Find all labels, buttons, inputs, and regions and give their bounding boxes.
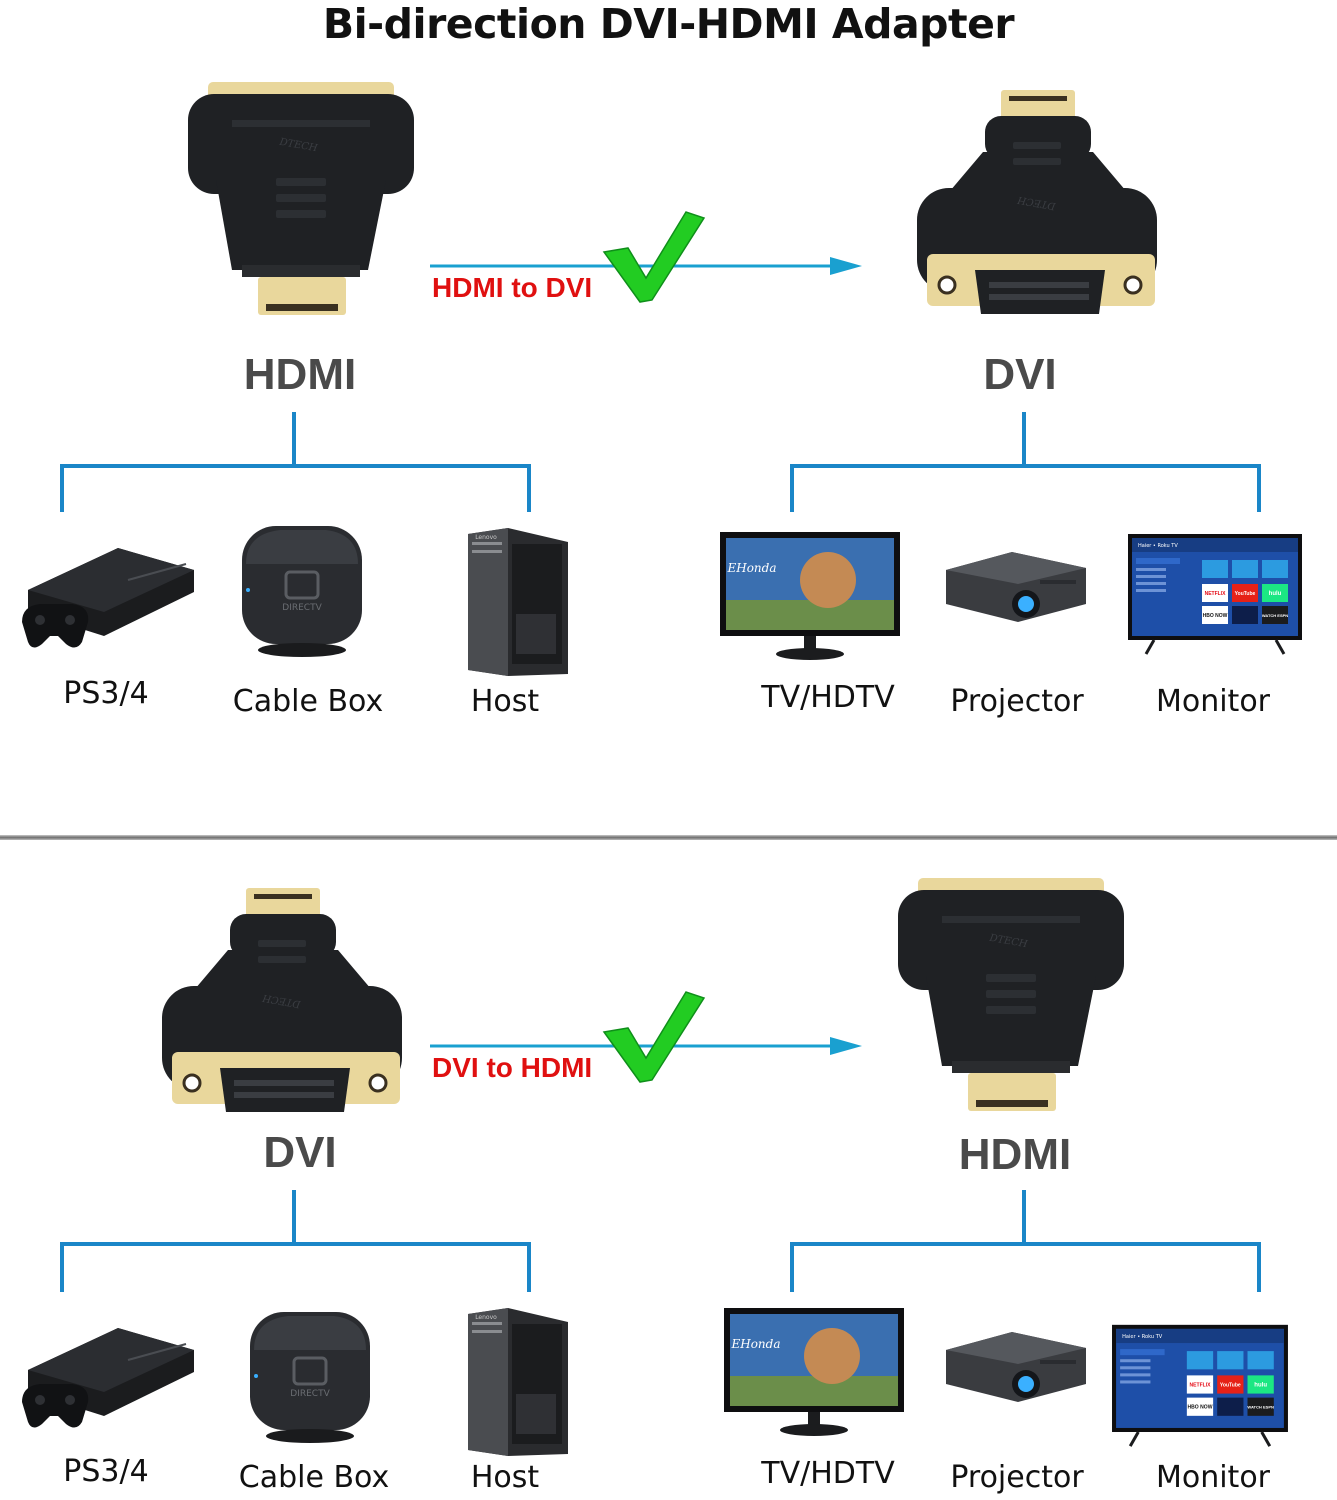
pc-brand-text: Lenovo bbox=[475, 534, 497, 541]
youtube-tile-text: YouTube bbox=[1235, 591, 1256, 597]
tree-stem-left bbox=[292, 412, 296, 466]
tree-branch bbox=[527, 464, 531, 512]
section-hdmi-to-dvi: DTECH DTECH HDMI to DVI HDMI DVI bbox=[22, 82, 1302, 719]
device-label: Host bbox=[470, 684, 540, 719]
cable-box-brand-text: DIRECTV bbox=[282, 603, 322, 613]
game-console-icon bbox=[22, 548, 194, 648]
tree-bar-left bbox=[60, 464, 531, 468]
dvi-adapter-image: DTECH bbox=[162, 888, 402, 1112]
check-mark-icon bbox=[602, 991, 706, 1083]
tree-bar-left bbox=[60, 1242, 531, 1246]
direction-label: HDMI to DVI bbox=[432, 272, 593, 303]
target-port-label: HDMI bbox=[958, 1130, 1072, 1179]
device-label: PS3/4 bbox=[63, 1454, 149, 1489]
target-port-label: DVI bbox=[983, 350, 1057, 399]
pc-tower-icon: Lenovo bbox=[468, 528, 568, 676]
tree-stem-left bbox=[292, 1190, 296, 1246]
hulu-tile-text: hulu bbox=[1254, 1383, 1267, 1389]
tree-stem-right bbox=[1022, 1190, 1026, 1246]
tree-branch bbox=[60, 464, 64, 512]
device-label: Monitor bbox=[1155, 684, 1271, 719]
device-label: Projector bbox=[950, 684, 1084, 719]
game-console-icon bbox=[22, 1328, 194, 1428]
tv-game-text: EHonda bbox=[730, 1337, 780, 1351]
espn-tile-text: WATCH ESPN bbox=[1247, 1405, 1274, 1410]
hdmi-adapter-image: DTECH bbox=[188, 82, 414, 315]
pc-brand-text: Lenovo bbox=[475, 1314, 497, 1321]
page-title: Bi-direction DVI-HDMI Adapter bbox=[322, 0, 1015, 48]
check-mark-icon bbox=[602, 211, 706, 303]
tv-game-text: EHonda bbox=[726, 561, 776, 575]
tv-icon: EHonda bbox=[724, 1308, 904, 1436]
roku-header-text: Haier • Roku TV bbox=[1122, 1334, 1163, 1340]
monitor-icon: Haier • Roku TV NETFLIX YouTube hulu HBO… bbox=[1112, 1324, 1288, 1447]
device-label: TV/HDTV bbox=[761, 1456, 895, 1491]
hdmi-adapter-image: DTECH bbox=[898, 878, 1124, 1111]
tree-branch bbox=[790, 464, 794, 512]
dvi-adapter-image: DTECH bbox=[917, 90, 1157, 314]
section-dvi-to-hdmi: DTECH DTECH DVI to HDMI DVI HDMI bbox=[0, 780, 1337, 1500]
device-label: Cable Box bbox=[232, 684, 384, 719]
cable-box-icon: DIRECTV bbox=[250, 1312, 370, 1443]
cable-box-icon: DIRECTV bbox=[242, 526, 362, 657]
tree-stem-right bbox=[1022, 412, 1026, 466]
device-label: Projector bbox=[950, 1460, 1084, 1495]
hulu-tile-text: hulu bbox=[1269, 591, 1282, 597]
device-label: PS3/4 bbox=[63, 676, 149, 711]
section-divider bbox=[0, 835, 1337, 840]
youtube-tile-text: YouTube bbox=[1220, 1383, 1241, 1389]
tree-branch bbox=[790, 1242, 794, 1292]
tree-branch bbox=[527, 1242, 531, 1292]
direction-label: DVI to HDMI bbox=[432, 1052, 593, 1083]
tree-branch bbox=[1257, 1242, 1261, 1292]
tree-bar-right bbox=[790, 464, 1261, 468]
device-label: Cable Box bbox=[238, 1460, 390, 1495]
projector-icon bbox=[946, 552, 1086, 622]
cable-box-brand-text: DIRECTV bbox=[290, 1389, 330, 1399]
source-port-label: HDMI bbox=[243, 350, 357, 399]
projector-icon bbox=[946, 1332, 1086, 1402]
tree-branch bbox=[1257, 464, 1261, 512]
roku-header-text: Haier • Roku TV bbox=[1138, 543, 1178, 549]
device-label: Monitor bbox=[1155, 1460, 1271, 1495]
tv-icon: EHonda bbox=[720, 532, 900, 660]
tree-bar-right bbox=[790, 1242, 1261, 1246]
espn-tile-text: WATCH ESPN bbox=[1262, 613, 1288, 618]
hbo-tile-text: HBO NOW bbox=[1203, 613, 1228, 619]
hbo-tile-text: HBO NOW bbox=[1188, 1405, 1213, 1411]
netflix-tile-text: NETFLIX bbox=[1205, 591, 1226, 597]
device-label: TV/HDTV bbox=[761, 680, 895, 715]
device-label: Host bbox=[470, 1460, 540, 1495]
tree-branch bbox=[60, 1242, 64, 1292]
source-port-label: DVI bbox=[263, 1128, 337, 1177]
monitor-icon: Haier • Roku TV NETFLIX YouTube hulu HBO… bbox=[1128, 534, 1302, 655]
netflix-tile-text: NETFLIX bbox=[1189, 1383, 1211, 1389]
pc-tower-icon: Lenovo bbox=[468, 1308, 568, 1456]
